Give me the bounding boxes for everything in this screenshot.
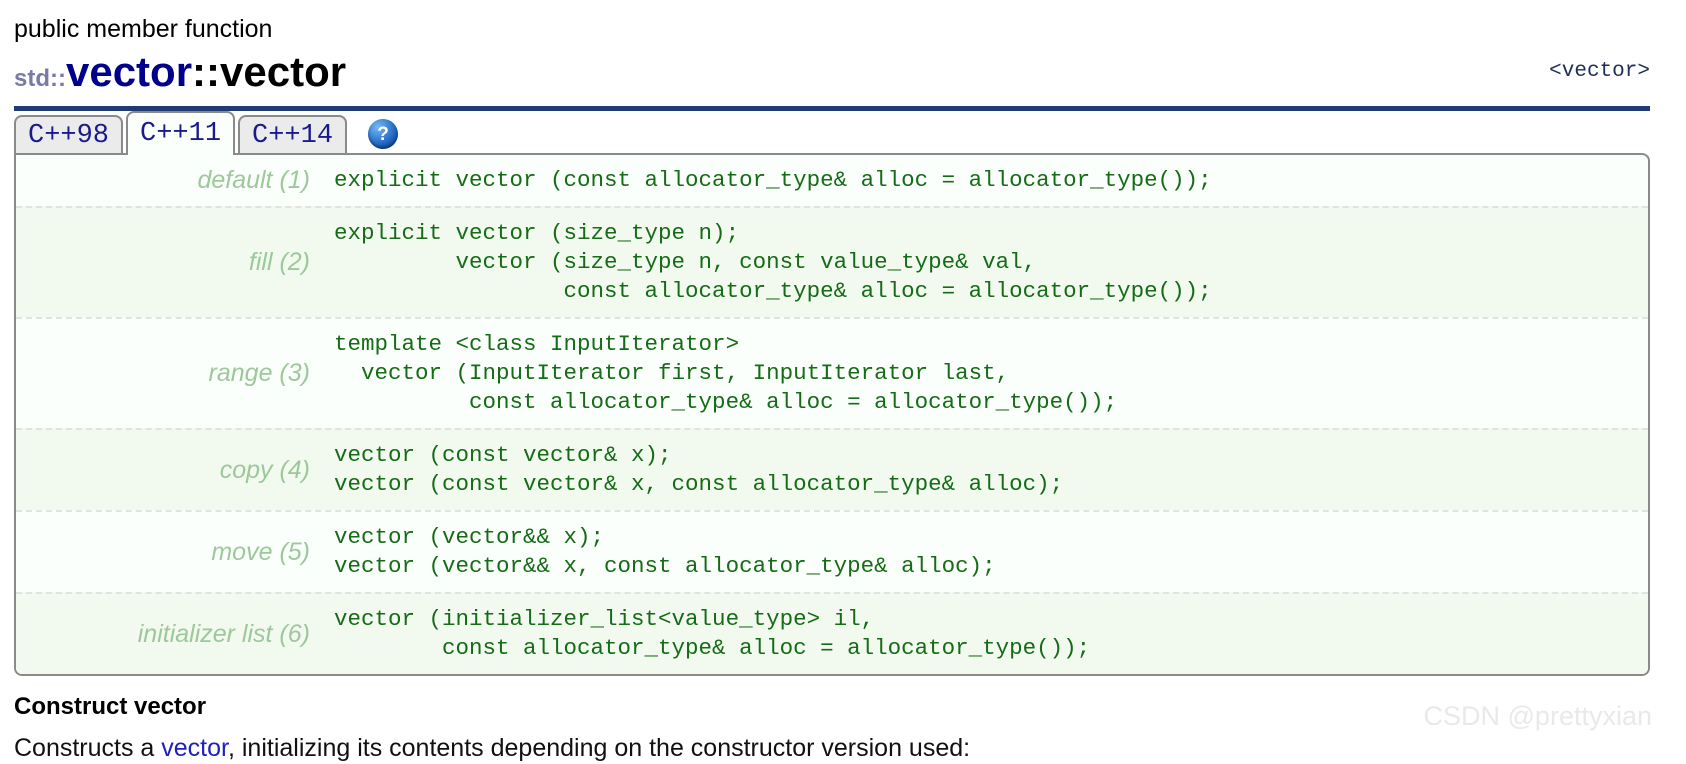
table-row: fill (2) explicit vector (size_type n); … bbox=[16, 206, 1648, 317]
page-root: public member function std::vector::vect… bbox=[14, 0, 1672, 762]
title-row: std::vector::vector <vector> bbox=[14, 44, 1672, 102]
prototype-code: vector (const vector& x); vector (const … bbox=[334, 442, 1064, 497]
prototype-code: explicit vector (const allocator_type& a… bbox=[334, 167, 1212, 193]
tab-cpp11[interactable]: C++11 bbox=[126, 111, 236, 155]
prototype-label: initializer list (6) bbox=[137, 619, 310, 648]
vector-link[interactable]: vector bbox=[161, 734, 228, 762]
prototype-code: explicit vector (size_type n); vector (s… bbox=[334, 220, 1212, 304]
prototype-label: copy (4) bbox=[219, 455, 310, 484]
description-paragraph: Constructs a vector, initializing its co… bbox=[14, 732, 1672, 764]
help-circle-icon[interactable]: ? bbox=[368, 119, 399, 149]
title-namespace: std:: bbox=[14, 65, 66, 92]
section-heading: Construct vector bbox=[14, 693, 207, 720]
prototype-code: vector (initializer_list<value_type> il,… bbox=[334, 606, 1091, 661]
prototype-label: move (5) bbox=[211, 537, 310, 566]
table-row: range (3) template <class InputIterator>… bbox=[16, 317, 1648, 428]
description-text-after: , initializing its contents depending on… bbox=[227, 734, 971, 762]
member-kind-label: public member function bbox=[14, 15, 273, 43]
table-row: move (5) vector (vector&& x); vector (ve… bbox=[16, 510, 1648, 592]
header-divider bbox=[14, 106, 1650, 111]
title-class: vector bbox=[65, 48, 193, 95]
description-text-before: Constructs a bbox=[14, 734, 162, 762]
prototype-code: template <class InputIterator> vector (I… bbox=[334, 331, 1118, 415]
title-function: vector bbox=[220, 48, 347, 95]
include-header-link[interactable]: <vector> bbox=[1549, 60, 1650, 83]
prototype-label: default (1) bbox=[197, 166, 310, 194]
table-row: initializer list (6) vector (initializer… bbox=[16, 592, 1648, 674]
page-title: std::vector::vector bbox=[14, 46, 346, 108]
tab-cpp98[interactable]: C++98 bbox=[14, 115, 124, 155]
prototype-code: vector (vector&& x); vector (vector&& x,… bbox=[334, 524, 996, 579]
tab-cpp14[interactable]: C++14 bbox=[238, 115, 348, 155]
title-separator: :: bbox=[192, 48, 221, 95]
csdn-watermark: CSDN @prettyxian bbox=[1423, 701, 1652, 731]
prototype-label: range (3) bbox=[208, 359, 310, 387]
prototype-table: default (1) explicit vector (const alloc… bbox=[14, 153, 1650, 676]
page-header: public member function std::vector::vect… bbox=[14, 0, 1672, 111]
prototype-label: fill (2) bbox=[248, 248, 310, 276]
table-row: copy (4) vector (const vector& x); vecto… bbox=[16, 428, 1648, 510]
standard-version-tabs: C++98 C++11 C++14 ? bbox=[14, 111, 1672, 155]
table-row: default (1) explicit vector (const alloc… bbox=[16, 155, 1648, 206]
